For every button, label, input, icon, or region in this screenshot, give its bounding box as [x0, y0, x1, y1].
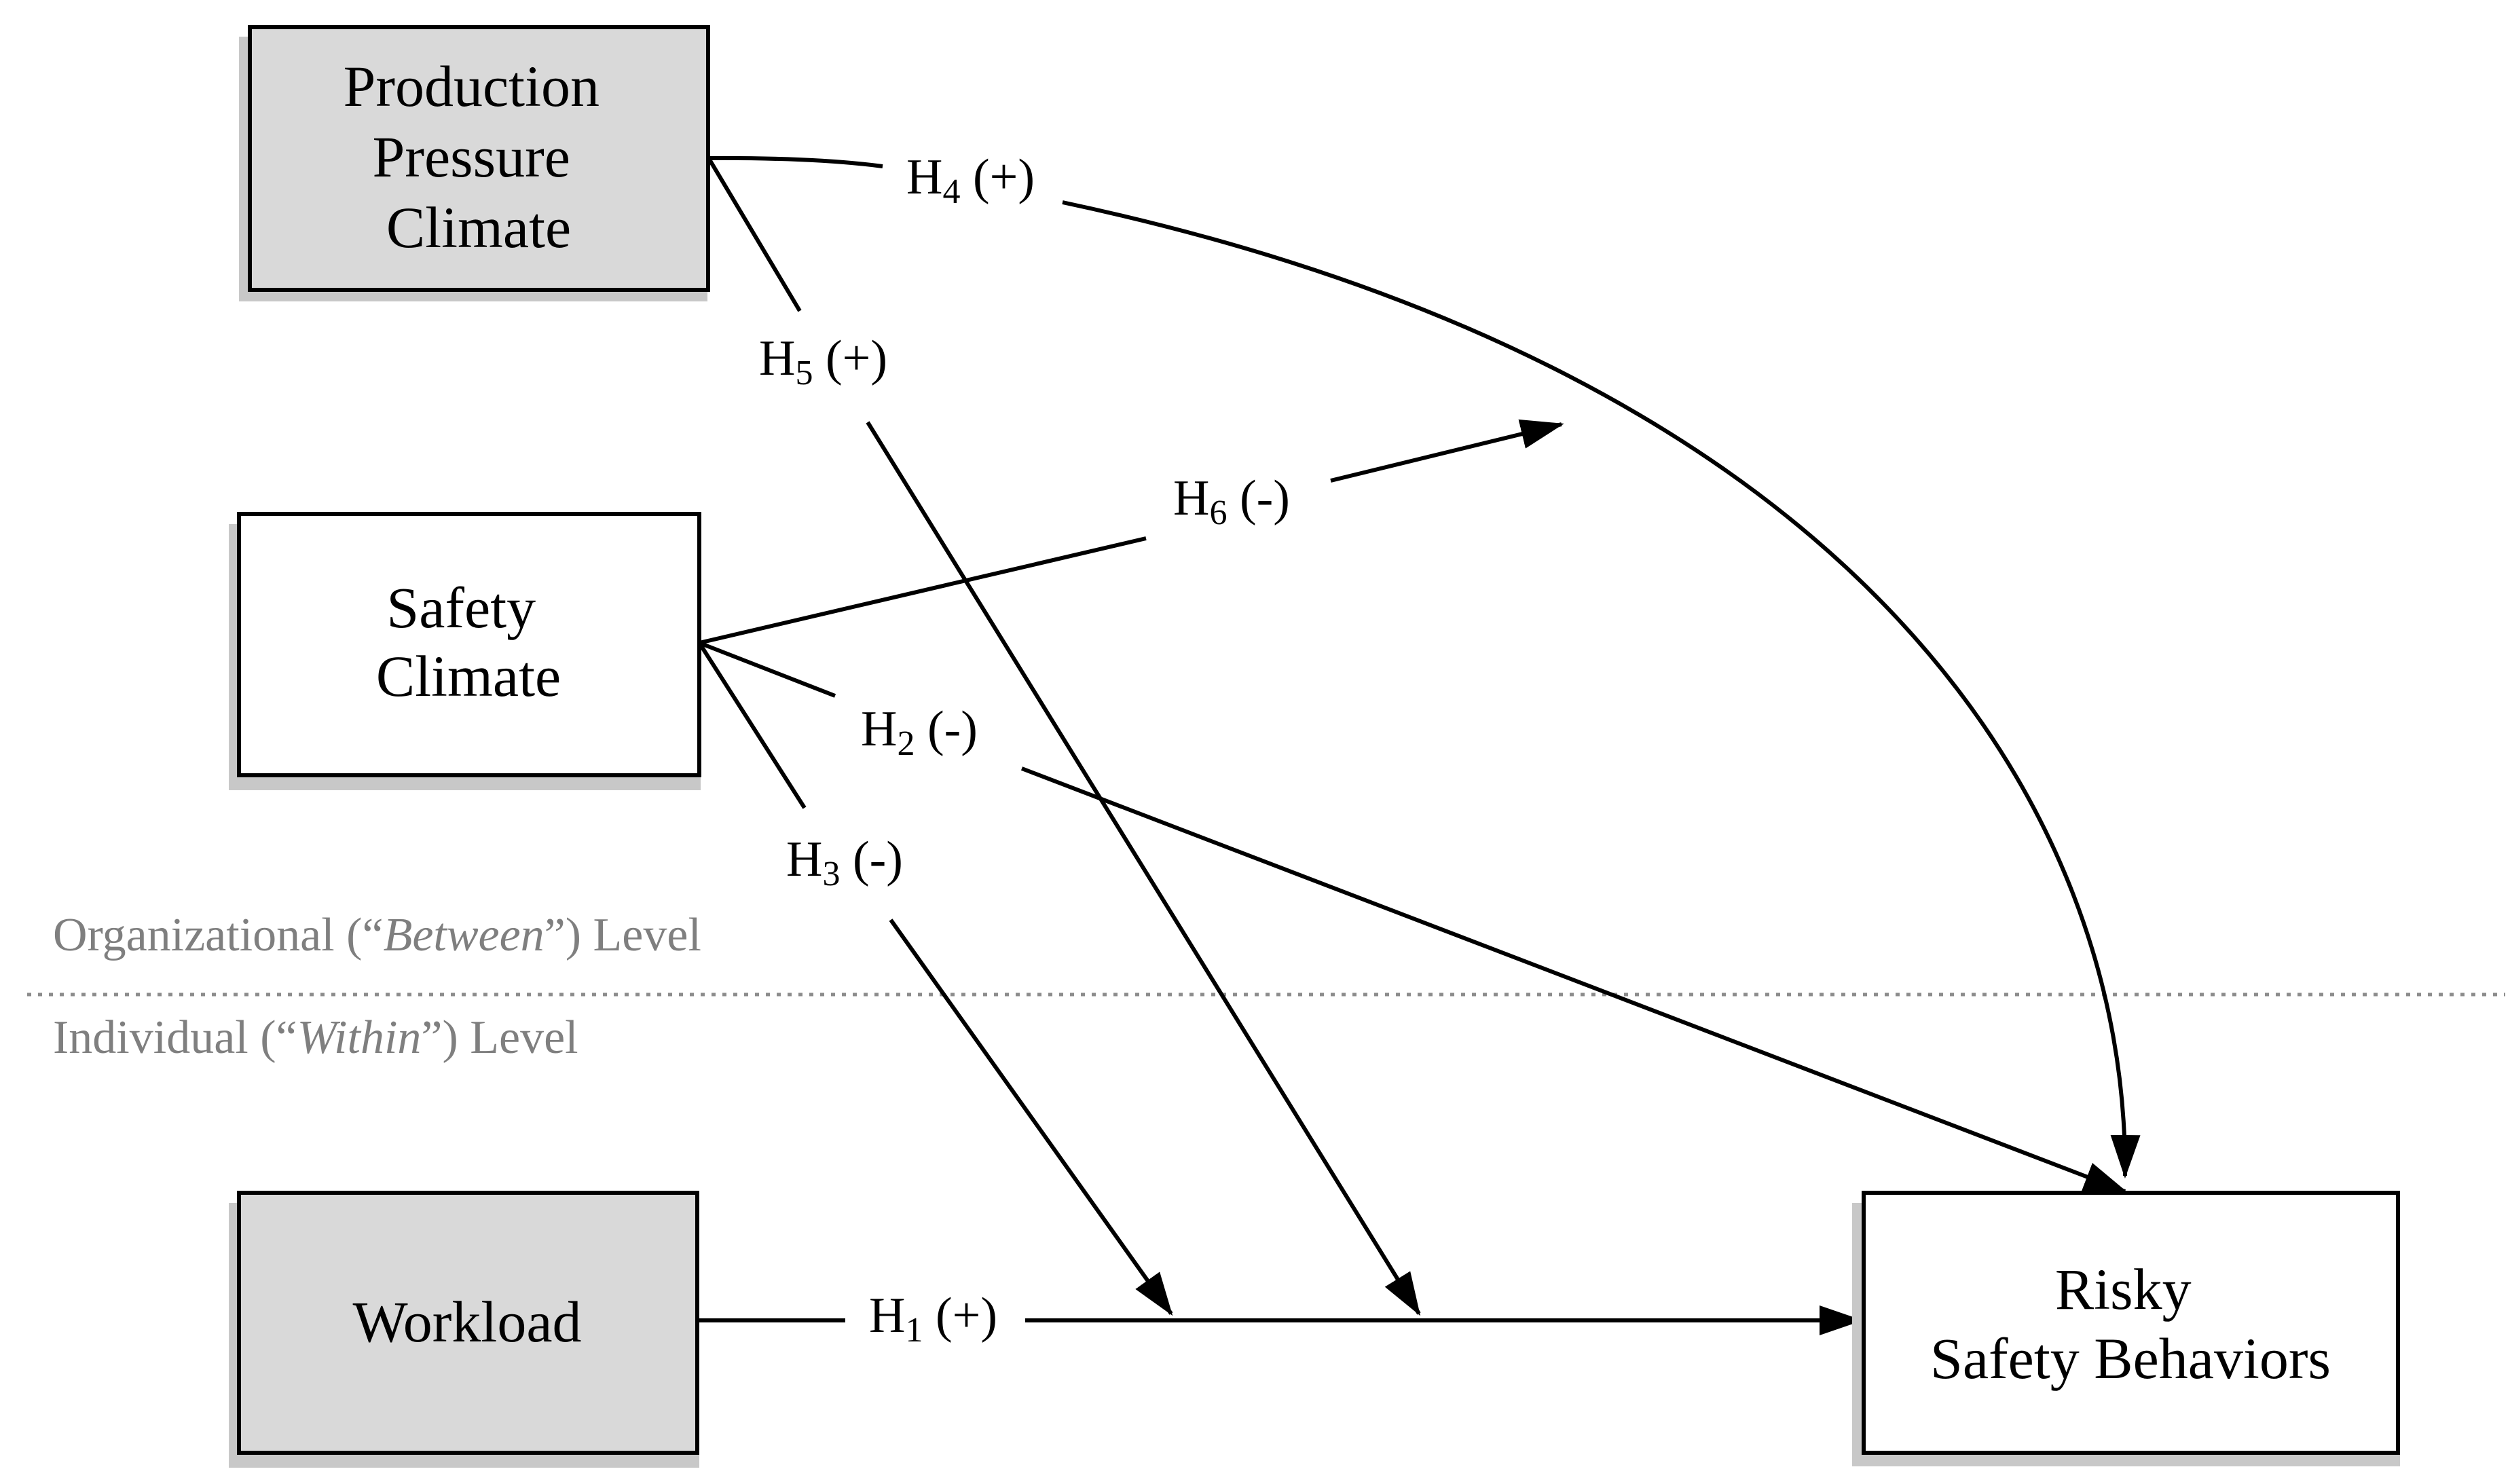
- edge-h4-start: [709, 155, 883, 168]
- edge-h6-arrow: [1330, 419, 1564, 483]
- edge-h6-start: [699, 536, 1147, 645]
- edge-h5-arrow: [866, 421, 1421, 1316]
- edge-h5-start: [707, 158, 802, 312]
- box-label: Safety Climate: [376, 575, 561, 709]
- box-label-line: Climate: [376, 644, 561, 709]
- box-label-line: Climate: [386, 195, 571, 260]
- box-production-pressure-climate: Production Pressure Climate: [239, 25, 710, 301]
- box-frame: [237, 512, 701, 777]
- box-label-line: Risky: [2055, 1257, 2192, 1322]
- box-label-line: Safety Behaviors: [1930, 1326, 2331, 1391]
- box-label-line: Production: [344, 54, 599, 119]
- hypothesis-label-h3: H3 (-): [786, 832, 903, 893]
- box-frame: [248, 25, 710, 292]
- edges: [696, 155, 2141, 1335]
- box-workload: Workload: [229, 1191, 699, 1468]
- within-level-label: Individual (“Within”) Level: [53, 1012, 578, 1064]
- hypothesis-labels: H4 (+) H5 (+) H6 (-) H2 (-) H3 (-) H1 (+…: [759, 149, 1290, 1350]
- box-label-line: Safety: [386, 575, 536, 640]
- hypothesis-label-h5: H5 (+): [759, 331, 887, 392]
- hypothesis-label-h4: H4 (+): [906, 149, 1035, 211]
- between-level-label: Organizational (“Between”) Level: [53, 909, 701, 961]
- box-label: Risky Safety Behaviors: [1930, 1257, 2331, 1391]
- edge-h2-start: [698, 641, 836, 698]
- hypothesis-label-h1: H1 (+): [869, 1288, 997, 1350]
- hypothesis-label-h2: H2 (-): [861, 701, 978, 763]
- edge-h3-start: [697, 642, 807, 809]
- edge-h3-arrow: [889, 919, 1173, 1316]
- box-label: Workload: [353, 1289, 582, 1354]
- edge-h2-arrow: [1020, 766, 2128, 1193]
- box-label-line: Pressure: [373, 124, 570, 189]
- box-frame: [237, 1191, 699, 1455]
- hypothesis-label-h6: H6 (-): [1173, 470, 1290, 532]
- box-label-line: Workload: [353, 1289, 582, 1354]
- box-frame: [1862, 1191, 2400, 1455]
- box-safety-climate: Safety Climate: [229, 512, 701, 790]
- box-risky-safety-behaviors: Risky Safety Behaviors: [1852, 1191, 2400, 1466]
- box-label: Production Pressure Climate: [344, 54, 614, 260]
- level-divider-group: Organizational (“Between”) Level Individ…: [27, 909, 2505, 1064]
- edge-h4-arrow: [1062, 200, 2141, 1179]
